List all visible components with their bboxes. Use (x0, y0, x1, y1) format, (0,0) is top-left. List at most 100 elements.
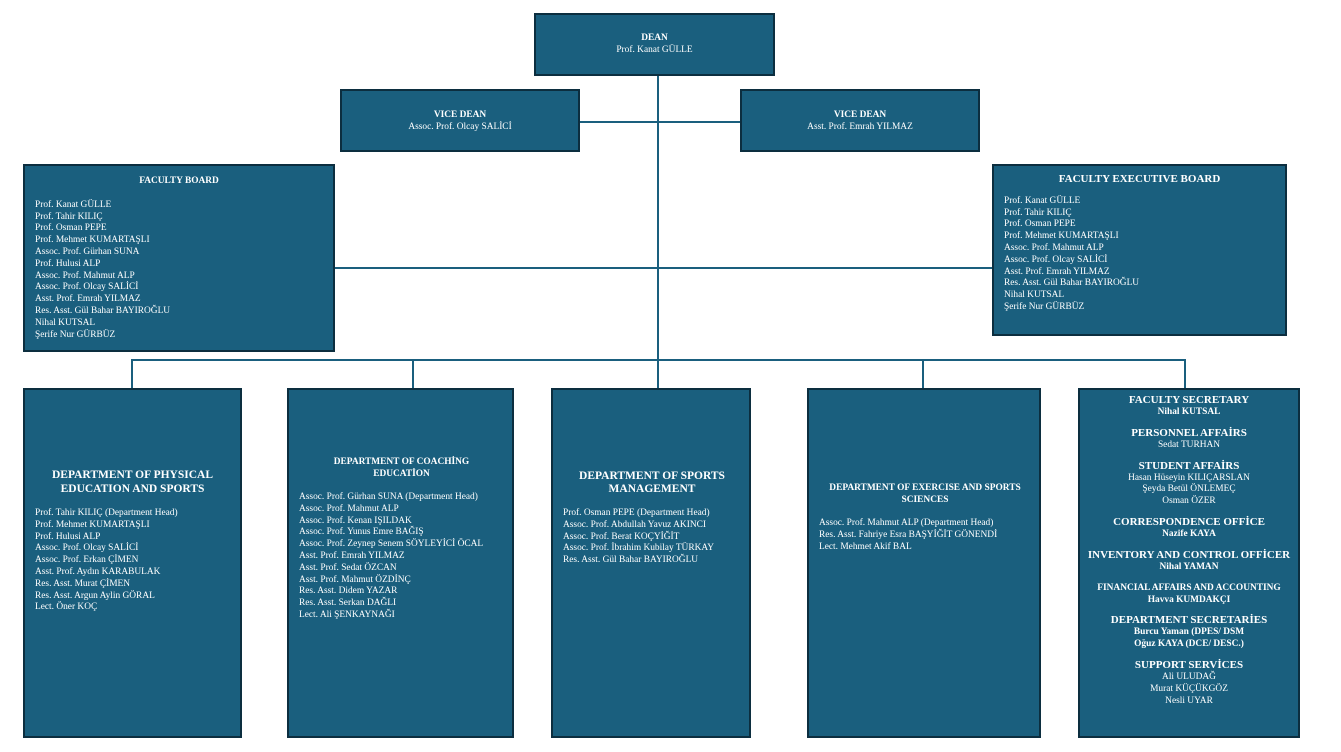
member: Res. Asst. Gül Bahar BAYIROĞLU (563, 555, 699, 566)
member: Assoc. Prof. Gürhan SUNA (35, 246, 140, 257)
section-title: INVENTORY AND CONTROL OFFİCER (1087, 548, 1291, 561)
member: Prof. Kanat GÜLLE (1004, 195, 1081, 206)
faculty-executive-board-title: FACULTY EXECUTIVE BOARD (1058, 173, 1221, 185)
member: Lect. Mehmet Akif BAL (819, 541, 912, 552)
section-line: Şeyda Betül ÖNLEMEÇ (1142, 484, 1236, 495)
dean-title: DEAN (641, 33, 668, 43)
dean-name: Prof. Kanat GÜLLE (616, 44, 693, 55)
connector-drop-dept-2 (412, 359, 414, 389)
member: Asst. Prof. Mahmut ÖZDİNÇ (299, 574, 411, 585)
member: Res. Asst. Gül Bahar BAYIROĞLU (1004, 278, 1140, 289)
department-sports-management-box: DEPARTMENT OF SPORTS MANAGEMENT Prof. Os… (551, 388, 751, 738)
member: Prof. Tahir KILIÇ (1004, 207, 1072, 218)
department-title: DEPARTMENT OF SPORTS MANAGEMENT (579, 470, 725, 495)
member: Prof. Kanat GÜLLE (35, 199, 112, 210)
member: Asst. Prof. Emrah YILMAZ (1004, 266, 1110, 277)
member: Assoc. Prof. Zeynep Senem SÖYLEYİCİ ÖCAL (299, 539, 484, 550)
department-members: Prof. Tahir KILIÇ (Department Head) Prof… (35, 508, 230, 614)
department-members: Assoc. Prof. Gürhan SUNA (Department Hea… (299, 492, 504, 622)
connector-drop-dept-1 (131, 359, 133, 389)
connector-departments-bar (131, 359, 1186, 361)
member: Nihal KUTSAL (35, 317, 96, 328)
department-exercise-sports-sciences-box: DEPARTMENT OF EXERCISE AND SPORTS SCIENC… (807, 388, 1041, 738)
department-members: Prof. Osman PEPE (Department Head) Assoc… (563, 508, 741, 567)
member: Prof. Tahir KILIÇ (35, 211, 103, 222)
section-line: Havva KUMDAKÇI (1147, 594, 1231, 605)
member: Assoc. Prof. Erkan ÇİMEN (35, 555, 139, 566)
section-line: Sedat TURHAN (1157, 439, 1221, 450)
member: Assoc. Prof. Mahmut ALP (299, 503, 399, 514)
vice-dean-2-box: VICE DEAN Asst. Prof. Emrah YILMAZ (740, 89, 980, 152)
personnel-affairs-section: PERSONNEL AFFAİRS Sedat TURHAN (1084, 427, 1294, 452)
section-title: PERSONNEL AFFAİRS (1131, 426, 1247, 439)
member: Res. Asst. Didem YAZAR (299, 586, 398, 597)
member: Prof. Tahir KILIÇ (Department Head) (35, 508, 178, 518)
vice-dean-1-box: VICE DEAN Assoc. Prof. Olcay SALİCİ (340, 89, 580, 152)
secretariat-box: FACULTY SECRETARY Nihal KUTSAL PERSONNEL… (1078, 388, 1300, 738)
section-title: DEPARTMENT SECRETARİES (1110, 614, 1268, 627)
connector-drop-dept-4 (922, 359, 924, 389)
faculty-executive-board-members: Prof. Kanat GÜLLE Prof. Tahir KILIÇ Prof… (1004, 196, 1275, 314)
inventory-control-section: INVENTORY AND CONTROL OFFİCER Nihal YAMA… (1084, 549, 1294, 574)
member: Assoc. Prof. Olcay SALİCİ (35, 543, 139, 554)
department-title: DEPARTMENT OF PHYSICAL EDUCATION AND SPO… (51, 469, 214, 495)
member: Res. Asst. Fahriye Esra BAŞYİĞİT GÖNENDİ (819, 529, 998, 540)
correspondence-office-section: CORRESPONDENCE OFFİCE Nazife KAYA (1084, 516, 1294, 541)
member: Assoc. Prof. Olcay SALİCİ (1004, 254, 1108, 265)
member: Assoc. Prof. Yunus Emre BAĞIŞ (299, 527, 424, 538)
member: Lect. Öner KOÇ (35, 602, 98, 613)
section-line: Nihal KUTSAL (1157, 407, 1221, 417)
support-services-section: SUPPORT SERVİCES Ali ULUDAĞ Murat KÜÇÜKG… (1084, 659, 1294, 707)
member: Assoc. Prof. Abdullah Yavuz AKINCI (563, 519, 706, 530)
department-physical-education-box: DEPARTMENT OF PHYSICAL EDUCATION AND SPO… (23, 388, 242, 738)
member: Şerife Nur GÜRBÜZ (35, 329, 116, 340)
faculty-board-title: FACULTY BOARD (139, 176, 219, 186)
member: Lect. Ali ŞENKAYNAĞI (299, 609, 395, 620)
department-members: Assoc. Prof. Mahmut ALP (Department Head… (819, 518, 1031, 553)
faculty-secretary-section: FACULTY SECRETARY Nihal KUTSAL (1084, 394, 1294, 419)
section-line: Burcu Yaman (DPES/ DSM (1133, 627, 1245, 638)
member: Prof. Osman PEPE (35, 223, 107, 234)
section-line: Hasan Hüseyin KILIÇARSLAN (1128, 472, 1250, 483)
member: Assoc. Prof. Kenan IŞILDAK (299, 515, 412, 526)
member: Prof. Mehmet KUMARTAŞLI (35, 235, 150, 246)
member: Res. Asst. Murat ÇİMEN (35, 578, 131, 589)
section-line: Ali ULUDAĞ (1162, 671, 1216, 682)
member: Prof. Osman PEPE (Department Head) (563, 508, 710, 518)
faculty-board-members: Prof. Kanat GÜLLE Prof. Tahir KILIÇ Prof… (35, 200, 323, 342)
connector-boards (333, 267, 993, 269)
financial-affairs-section: FINANCIAL AFFAIRS AND ACCOUNTING Havva K… (1084, 582, 1294, 607)
section-line: Murat KÜÇÜKGÖZ (1150, 683, 1228, 694)
student-affairs-section: STUDENT AFFAİRS Hasan Hüseyin KILIÇARSLA… (1084, 460, 1294, 508)
vice-dean-1-name: Assoc. Prof. Olcay SALİCİ (408, 121, 512, 132)
member: Asst. Prof. Aydın KARABULAK (35, 566, 161, 577)
member: Asst. Prof. Emrah YILMAZ (35, 294, 141, 305)
faculty-executive-board-box: FACULTY EXECUTIVE BOARD Prof. Kanat GÜLL… (992, 164, 1287, 336)
member: Assoc. Prof. Berat KOÇYİĞİT (563, 531, 680, 542)
section-title: FACULTY SECRETARY (1128, 394, 1250, 406)
section-line: Osman ÖZER (1162, 496, 1216, 507)
connector-trunk (657, 75, 659, 388)
section-title: SUPPORT SERVİCES (1134, 658, 1244, 671)
member: Asst. Prof. Emrah YILMAZ (299, 550, 405, 561)
section-title: FINANCIAL AFFAIRS AND ACCOUNTING (1097, 582, 1281, 593)
member: Şerife Nur GÜRBÜZ (1004, 301, 1085, 312)
section-line: Nazife KAYA (1162, 528, 1216, 539)
member: Res. Asst. Gül Bahar BAYIROĞLU (35, 305, 171, 316)
member: Prof. Mehmet KUMARTAŞLI (1004, 231, 1119, 242)
member: Assoc. Prof. Mahmut ALP (Department Head… (819, 518, 994, 528)
vice-dean-2-title: VICE DEAN (833, 110, 887, 120)
section-line: Nihal YAMAN (1159, 561, 1219, 572)
member: Asst. Prof. Sedat ÖZCAN (299, 562, 397, 573)
member: Prof. Osman PEPE (1004, 219, 1076, 230)
faculty-board-box: FACULTY BOARD Prof. Kanat GÜLLE Prof. Ta… (23, 164, 335, 352)
section-title: STUDENT AFFAİRS (1138, 459, 1240, 472)
member: Res. Asst. Serkan DAĞLI (299, 598, 397, 609)
member: Prof. Mehmet KUMARTAŞLI (35, 519, 150, 530)
connector-drop-secretariat (1184, 359, 1186, 389)
department-secretaries-section: DEPARTMENT SECRETARİES Burcu Yaman (DPES… (1084, 614, 1294, 651)
vice-dean-1-title: VICE DEAN (433, 110, 487, 120)
vice-dean-2-name: Asst. Prof. Emrah YILMAZ (807, 121, 913, 132)
member: Assoc. Prof. Olcay SALİCİ (35, 282, 139, 293)
dean-box: DEAN Prof. Kanat GÜLLE (534, 13, 775, 76)
